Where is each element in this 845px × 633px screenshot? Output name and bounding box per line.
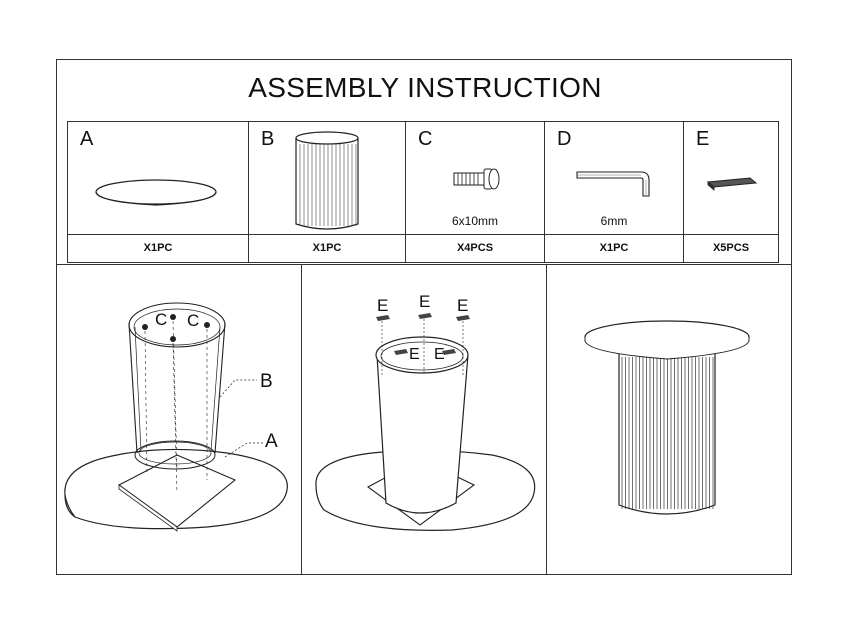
parts-table: A X1PC B X1PC C xyxy=(67,121,779,263)
callout-e-3: E xyxy=(457,296,468,315)
round-tabletop-drawing xyxy=(95,179,217,206)
hex-key-icon xyxy=(576,171,650,197)
part-qty: X5PCS xyxy=(684,234,778,262)
part-letter: E xyxy=(696,128,710,150)
callout-e-5: E xyxy=(434,346,445,363)
part-cell-d: D 6mm X1PC xyxy=(545,122,684,262)
part-dimension: 6mm xyxy=(600,214,628,228)
assembly-steps: C C B A xyxy=(57,264,791,575)
part-qty: X4PCS xyxy=(406,234,544,262)
part-dimension: 6x10mm xyxy=(451,214,498,228)
part-qty: X1PC xyxy=(545,234,683,262)
callout-a: A xyxy=(265,431,278,452)
bolt-icon xyxy=(453,168,500,190)
instruction-sheet: ASSEMBLY INSTRUCTION A X1PC B X1PC C xyxy=(56,59,792,575)
part-cell-b: B X1PC xyxy=(249,122,406,262)
step-2-drawing: E E E E E xyxy=(315,292,536,531)
callout-e-1: E xyxy=(377,296,388,315)
part-qty: X1PC xyxy=(68,234,248,262)
callout-b: B xyxy=(260,371,273,392)
callout-c-2: C xyxy=(187,311,199,330)
fluted-base-drawing xyxy=(295,131,359,230)
step-1-panel: C C B A xyxy=(57,265,302,575)
part-cell-a: A X1PC xyxy=(68,122,249,262)
callout-c-1: C xyxy=(155,310,167,329)
step-2-panel: E E E E E xyxy=(302,265,547,575)
part-qty: X1PC xyxy=(249,234,405,262)
part-letter: C xyxy=(418,128,433,150)
part-letter: D xyxy=(557,128,572,150)
page-title: ASSEMBLY INSTRUCTION xyxy=(248,72,602,103)
part-cell-c: C 6x10mm X4PCS xyxy=(406,122,545,262)
callout-e-2: E xyxy=(419,292,430,311)
part-cell-e: E X5PCS xyxy=(684,122,778,262)
felt-pad-icon xyxy=(706,177,758,191)
callout-e-4: E xyxy=(409,346,420,363)
part-letter: B xyxy=(261,128,275,150)
step-1-drawing: C C B A xyxy=(64,302,288,532)
step-3-finished-table xyxy=(584,320,750,515)
step-3-panel xyxy=(547,265,791,575)
part-letter: A xyxy=(80,128,94,150)
